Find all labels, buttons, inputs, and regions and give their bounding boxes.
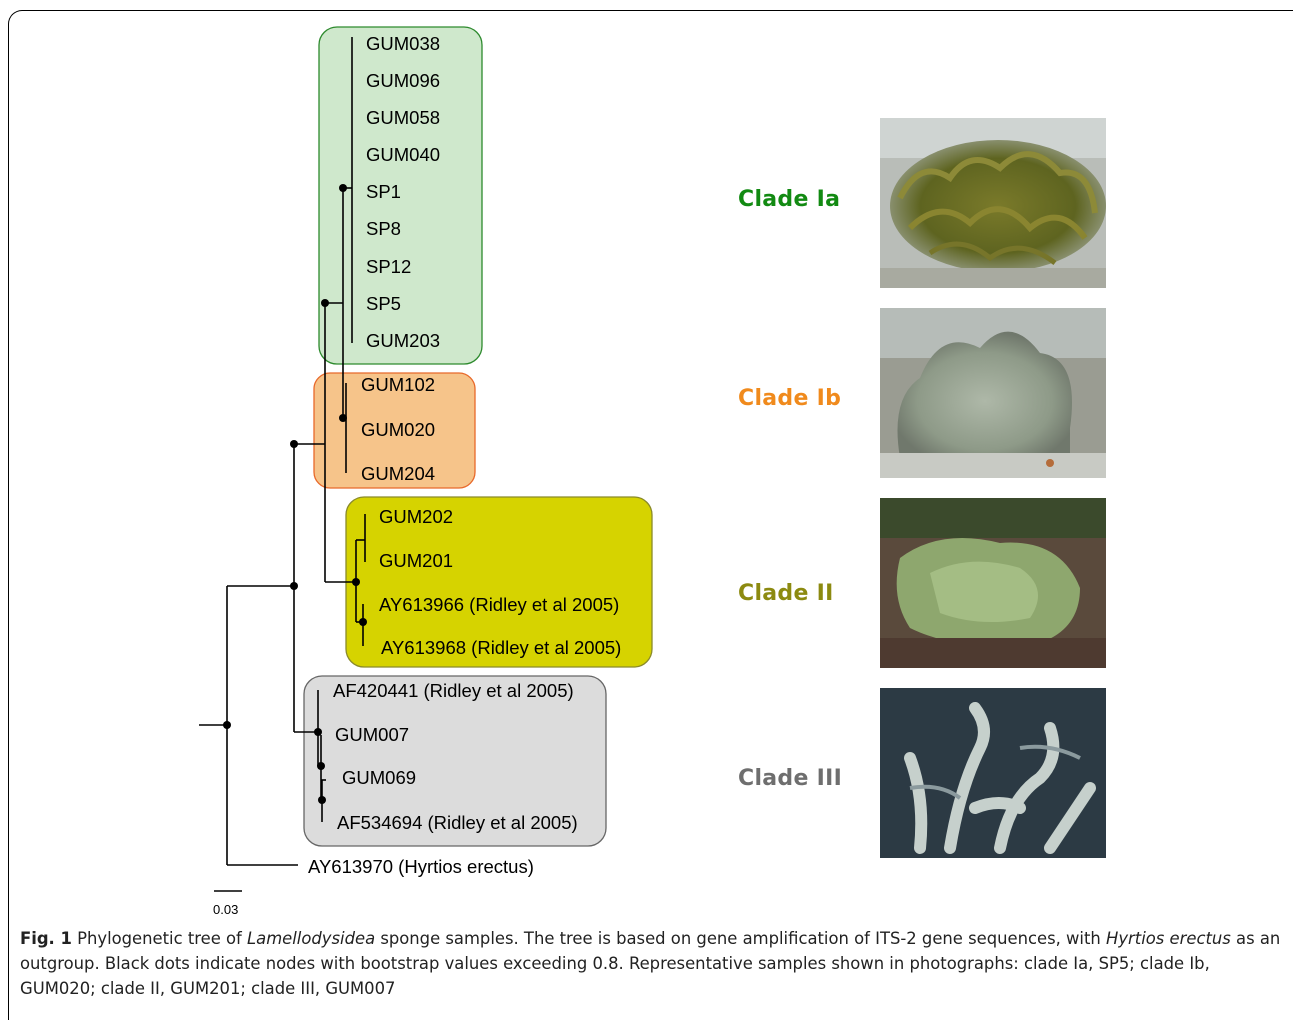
clade-ib-sponge-photo	[880, 308, 1106, 478]
clade-ib-box	[313, 372, 476, 489]
taxon-label: GUM204	[361, 463, 435, 484]
figure-frame	[8, 10, 1293, 1020]
clade-ii-sponge-photo	[880, 498, 1106, 668]
caption-text: sponge samples. The tree is based on gen…	[375, 929, 1107, 948]
caption-outgroup: Hyrtios erectus	[1106, 929, 1231, 948]
taxon-label: AF534694 (Ridley et al 2005)	[337, 812, 578, 833]
taxon-label: GUM058	[366, 107, 440, 128]
clade-ia-label: Clade Ia	[738, 187, 841, 212]
taxon-label: GUM020	[361, 419, 435, 440]
taxon-label: GUM096	[366, 70, 440, 91]
node-dot	[223, 721, 231, 729]
node-dot	[318, 796, 326, 804]
tree-branches	[199, 37, 366, 866]
taxon-label: AY613970 (Hyrtios erectus)	[308, 856, 534, 877]
taxon-label: AY613968 (Ridley et al 2005)	[381, 637, 621, 658]
taxon-label: SP12	[366, 256, 411, 277]
taxon-label: GUM038	[366, 33, 440, 54]
caption-text: as an outgroup. Black dots indicate node…	[20, 929, 1281, 998]
taxon-label: SP1	[366, 181, 401, 202]
clade-ia-box	[318, 26, 483, 365]
scale-bar-label: 0.03	[213, 902, 239, 917]
taxon-label: GUM069	[342, 767, 416, 788]
taxon-label: SP5	[366, 293, 401, 314]
node-dot	[352, 578, 360, 586]
clade-ii-label: Clade II	[738, 581, 834, 606]
node-dot	[321, 299, 329, 307]
figure-caption: Fig. 1 Phylogenetic tree of Lamellodysid…	[20, 926, 1282, 1001]
clade-ia-sponge-photo	[880, 118, 1106, 288]
clade-ib-label: Clade Ib	[738, 386, 842, 411]
node-dot	[314, 728, 322, 736]
node-dot	[317, 762, 325, 770]
clade-iii-sponge-photo	[880, 688, 1106, 858]
taxon-label: GUM007	[335, 724, 409, 745]
clade-iii-box	[303, 675, 607, 847]
taxon-label: GUM202	[379, 506, 453, 527]
caption-text: Phylogenetic tree of	[71, 929, 248, 948]
taxon-label: GUM040	[366, 144, 440, 165]
taxon-label: SP8	[366, 218, 401, 239]
node-dot	[359, 618, 367, 626]
taxon-label: AY613966 (Ridley et al 2005)	[379, 594, 619, 615]
taxon-label: AF420441 (Ridley et al 2005)	[333, 680, 574, 701]
node-dot	[339, 184, 347, 192]
node-dot	[290, 582, 298, 590]
caption-genus: Lamellodysidea	[247, 929, 376, 948]
taxon-label: GUM201	[379, 550, 453, 571]
figure-number: Fig. 1	[20, 929, 72, 948]
clade-iii-label: Clade III	[738, 766, 843, 791]
taxon-label: GUM102	[361, 374, 435, 395]
node-dot	[290, 440, 298, 448]
bootstrap-dots	[223, 184, 367, 804]
node-dot	[339, 414, 347, 422]
taxon-label: GUM203	[366, 330, 440, 351]
